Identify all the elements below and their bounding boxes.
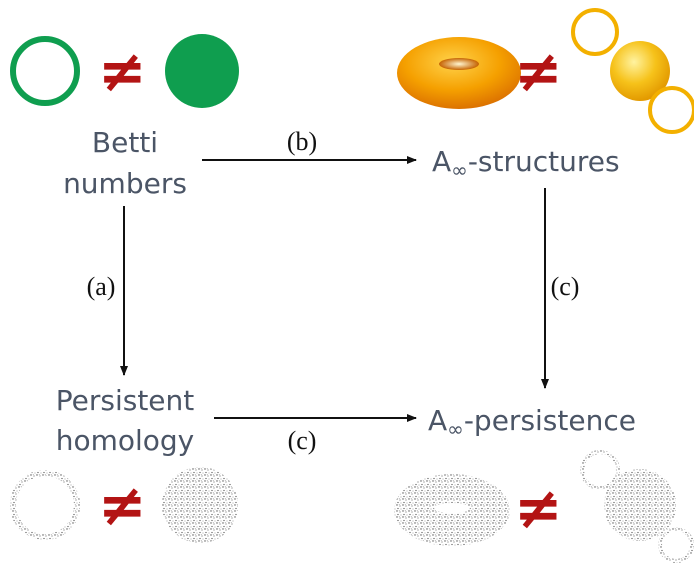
noisy-torus-icon — [394, 474, 510, 546]
not-equal-symbol: ≠ — [98, 37, 147, 105]
node-a-inf-structures: A∞-structures — [432, 145, 620, 182]
a-inf-structures-sub: ∞ — [451, 158, 468, 182]
not-equal-symbol: ≠ — [514, 474, 563, 542]
a-inf-persistence-suffix: -persistence — [464, 404, 636, 437]
edge-betti-to-structures: (b) — [202, 127, 417, 164]
noisy-bubbles-icon — [580, 450, 694, 563]
persistent-homology-line1: Persistent — [56, 384, 195, 417]
orange-torus-icon — [397, 37, 521, 109]
persistent-homology-line2: homology — [56, 424, 195, 457]
edge-structures-to-persistence: (c) — [541, 188, 580, 389]
node-betti-numbers: Betti numbers — [63, 126, 187, 200]
green-ring-icon — [10, 36, 80, 106]
not-equal-symbol: ≠ — [98, 471, 147, 539]
edge-label-c-vertical: (c) — [551, 272, 580, 301]
yellow-bubbles-icon — [571, 8, 694, 134]
noisy-disk-icon — [162, 467, 238, 543]
svg-text:A∞-structures: A∞-structures — [432, 145, 620, 182]
node-a-inf-persistence: A∞-persistence — [428, 404, 636, 441]
edge-label-a: (a) — [87, 272, 116, 301]
a-inf-persistence-prefix: A — [428, 404, 447, 437]
bottom-right-illustration: ≠ — [394, 450, 694, 563]
top-right-illustration: ≠ — [397, 8, 694, 134]
edge-label-b: (b) — [287, 127, 317, 156]
svg-text:A∞-persistence: A∞-persistence — [428, 404, 636, 441]
betti-line1: Betti — [92, 126, 158, 159]
top-left-illustration: ≠ — [10, 34, 239, 108]
not-equal-symbol: ≠ — [514, 37, 563, 105]
node-persistent-homology: Persistent homology — [56, 384, 195, 457]
edge-betti-to-persistent: (a) — [87, 206, 128, 376]
edge-label-c-horizontal: (c) — [288, 426, 317, 455]
noisy-ring-icon — [10, 470, 80, 540]
a-inf-structures-suffix: -structures — [468, 145, 620, 178]
a-inf-structures-prefix: A — [432, 145, 451, 178]
a-inf-persistence-sub: ∞ — [447, 417, 464, 441]
green-disk-icon — [165, 34, 239, 108]
bottom-left-illustration: ≠ — [10, 467, 238, 543]
betti-line2: numbers — [63, 167, 187, 200]
edge-persistent-to-persistence: (c) — [214, 414, 417, 455]
